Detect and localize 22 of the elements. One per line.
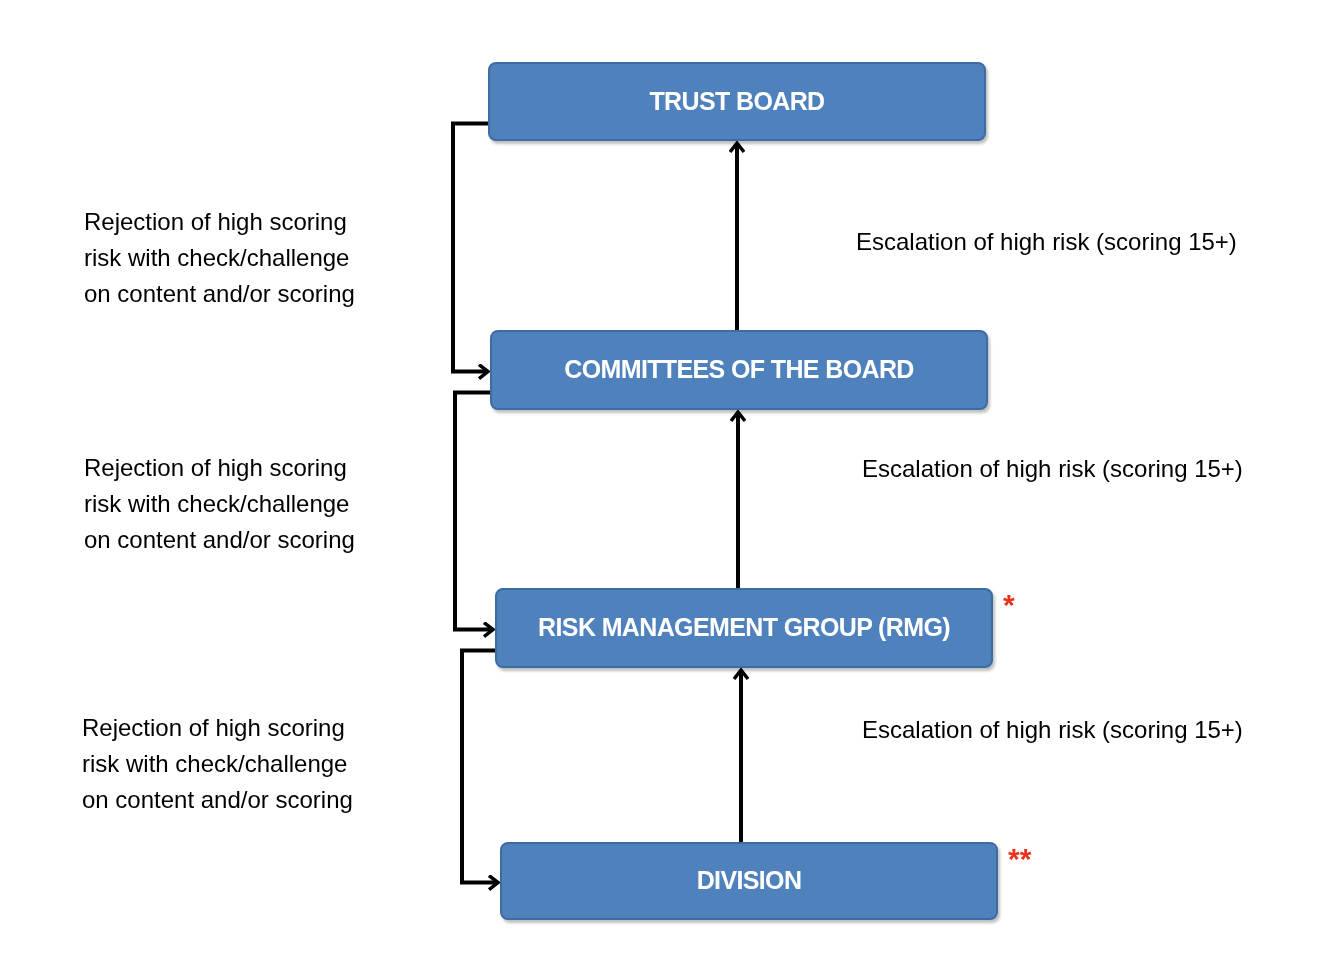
arrow: [451, 121, 490, 381]
footnote-mark: *: [1003, 590, 1015, 620]
process-box: [495, 588, 993, 668]
footnote-mark: **: [1008, 844, 1032, 874]
process-box: [490, 330, 988, 410]
box-label: DIVISION: [696, 865, 802, 897]
note-text: Rejection of high scoring risk with check/challenge on content and/or scoring: [84, 207, 356, 309]
note-text: Escalation of high risk (scoring 15+): [862, 715, 1244, 745]
box-label: TRUST BOARD: [649, 85, 825, 117]
note-text: Escalation of high risk (scoring 15+): [856, 227, 1238, 257]
box-label: RISK MANAGEMENT GROUP (RMG): [538, 612, 950, 644]
note-text: Escalation of high risk (scoring 15+): [862, 454, 1244, 484]
process-box: [500, 842, 998, 920]
note-text: Rejection of high scoring risk with check/challenge on content and/or scoring: [82, 713, 354, 815]
arrow: [728, 141, 746, 330]
arrow: [729, 410, 747, 588]
box-label: COMMITTEES OF THE BOARD: [564, 354, 914, 386]
arrow: [732, 668, 750, 842]
note-text: Rejection of high scoring risk with check/challenge on content and/or scoring: [84, 453, 356, 555]
arrow: [460, 648, 500, 892]
arrow: [453, 390, 495, 639]
process-box: [488, 62, 986, 141]
